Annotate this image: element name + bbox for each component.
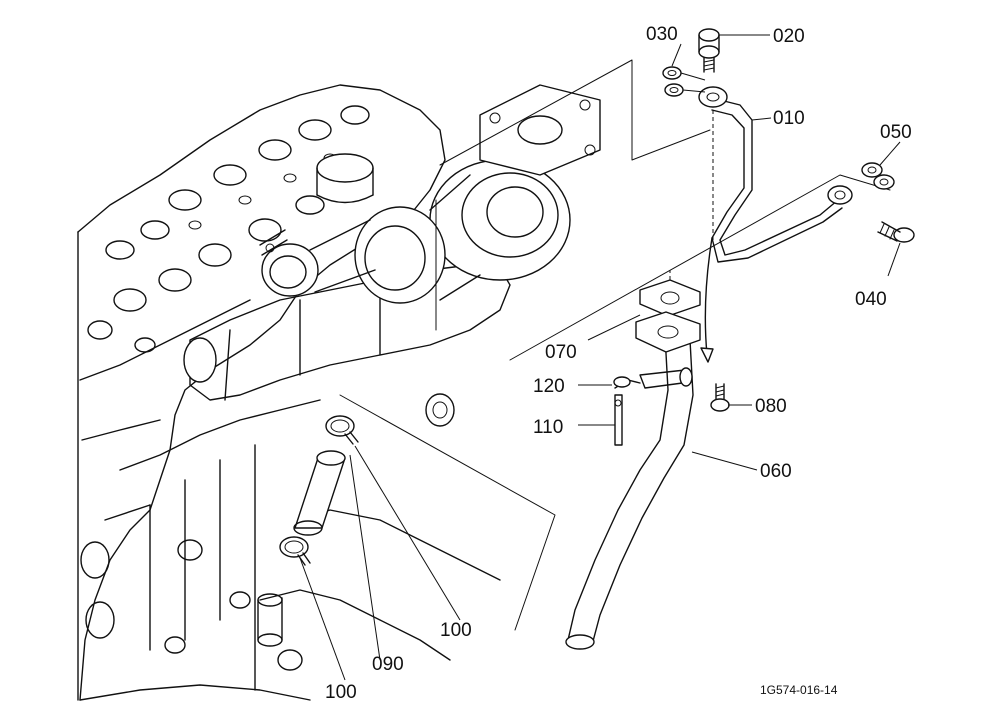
label-100-lower: 100 [325, 682, 357, 703]
label-120: 120 [533, 376, 565, 397]
gaskets-top [662, 66, 706, 97]
hose-clamp-upper [325, 415, 359, 445]
label-110: 110 [533, 417, 563, 438]
label-070: 070 [545, 342, 577, 363]
part-labels: 010 020 030 040 050 060 070 080 090 100 … [325, 24, 912, 703]
exhaust-manifold [183, 264, 511, 401]
oil-inlet-pipe [698, 86, 853, 263]
label-040: 040 [855, 289, 887, 310]
label-090: 090 [372, 654, 404, 675]
label-050: 050 [880, 122, 912, 143]
banjo-bolt-top [698, 28, 720, 73]
hose-clamp-lower [279, 536, 311, 566]
banjo-bolt-right [877, 221, 915, 243]
label-030: 030 [646, 24, 678, 45]
assembly-arrow [704, 237, 713, 356]
assembly-arrowhead [700, 347, 714, 363]
flange-bolt [710, 383, 730, 412]
label-080: 080 [755, 396, 787, 417]
gaskets-right [861, 162, 895, 190]
reference-lines [339, 59, 891, 631]
clamp-bracket [613, 367, 693, 446]
label-010: 010 [773, 108, 805, 129]
label-060: 060 [760, 461, 792, 482]
label-020: 020 [773, 26, 805, 47]
rubber-hose [293, 450, 346, 536]
leader-lines [299, 34, 901, 681]
turbocharger [259, 84, 601, 304]
engine-block [77, 84, 501, 701]
label-100-upper: 100 [440, 620, 472, 641]
figure-code: 1G574-016-14 [760, 683, 838, 697]
oil-return-pipe [565, 270, 701, 650]
